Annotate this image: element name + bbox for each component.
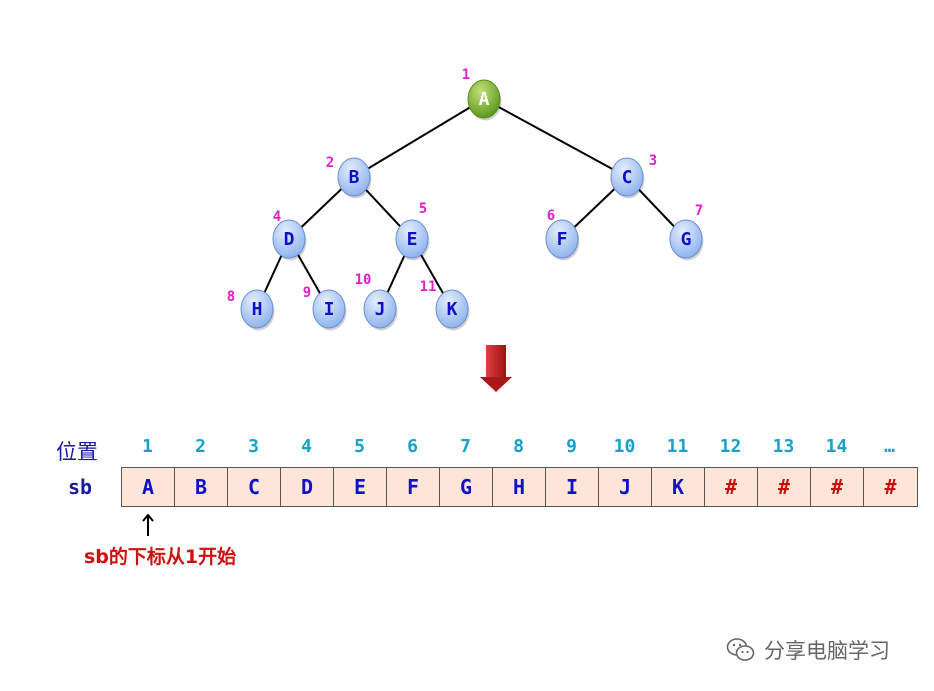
array-cell: F [387,468,440,506]
tree-node-A: A1 [462,67,502,121]
array-cell: # [758,468,811,506]
array-cell: G [440,468,493,506]
index-note: sb的下标从1开始 [84,546,237,568]
array-cell: # [811,468,864,506]
array-cell: C [228,468,281,506]
tree-edge-A-B [353,98,485,178]
tree-node-G: G7 [669,203,704,261]
tree-node-index: 2 [326,155,334,171]
tree-node-D: D4 [272,209,307,261]
tree-node-index: 4 [273,209,281,225]
array-index: 7 [460,436,471,457]
tree-node-F: F6 [545,208,580,261]
array-index: … [884,436,895,457]
array-cell: D [281,468,334,506]
tree-node-label: D [284,229,295,250]
array-cell: A [122,468,175,506]
tree-node-label: A [479,89,490,110]
array-index: 8 [513,436,524,457]
tree-node-label: K [447,299,458,320]
tree-node-C: C3 [610,153,657,199]
tree-node-E: E5 [395,201,430,261]
array-index: 9 [566,436,577,457]
tree-node-index: 3 [649,153,657,169]
array-index: 3 [248,436,259,457]
tree-node-index: 5 [419,201,427,217]
array-index: 14 [825,436,848,457]
tree-node-index: 11 [420,279,437,295]
array-cell: B [175,468,228,506]
tree-node-K: K 11 [420,279,470,331]
tree-node-index: 7 [695,203,703,219]
tree-node-label: H [252,299,263,320]
tree-node-H: H8 [227,289,275,331]
array-cell: J [599,468,652,506]
tree-node-label: J [375,299,386,320]
array-cell: K [652,468,705,506]
array-index: 12 [719,436,742,457]
tree-node-label: E [407,229,418,250]
array-cell: E [334,468,387,506]
tree-node-label: C [622,167,633,188]
tree-node-index: 9 [303,285,311,301]
watermark: 分享电脑学习 [726,634,890,666]
array-index: 2 [195,436,206,457]
tree-edge-A-C [483,98,628,178]
tree-node-B: B2 [326,155,372,199]
tree-node-label: I [324,299,335,320]
tree-node-label: B [349,167,360,188]
tree-node-J: J10 [355,272,398,331]
array-name-label: sb [68,475,93,499]
array-cell: # [705,468,758,506]
array-index: 13 [772,436,795,457]
array-index: 10 [613,436,636,457]
position-row-label: 位置 [56,440,98,464]
tree-node-index: 10 [355,272,372,288]
tree-node-index: 1 [462,67,470,83]
array-index: 1 [142,436,153,457]
up-arrow-icon [142,513,154,536]
tree-node-index: 8 [227,289,235,305]
tree-node-label: G [681,229,692,250]
down-arrow-icon [480,345,512,392]
array-cell: # [884,475,897,499]
array-cell: I [546,468,599,506]
array-index: 4 [301,436,312,457]
array-index: 6 [407,436,418,457]
array-index: 5 [354,436,365,457]
array-index: 11 [666,436,689,457]
tree-node-index: 6 [547,208,555,224]
watermark-text: 分享电脑学习 [764,639,890,663]
wechat-icon [726,638,755,661]
tree-node-I: I9 [303,285,347,331]
tree-node-label: F [557,229,568,250]
array-cell: H [493,468,546,506]
